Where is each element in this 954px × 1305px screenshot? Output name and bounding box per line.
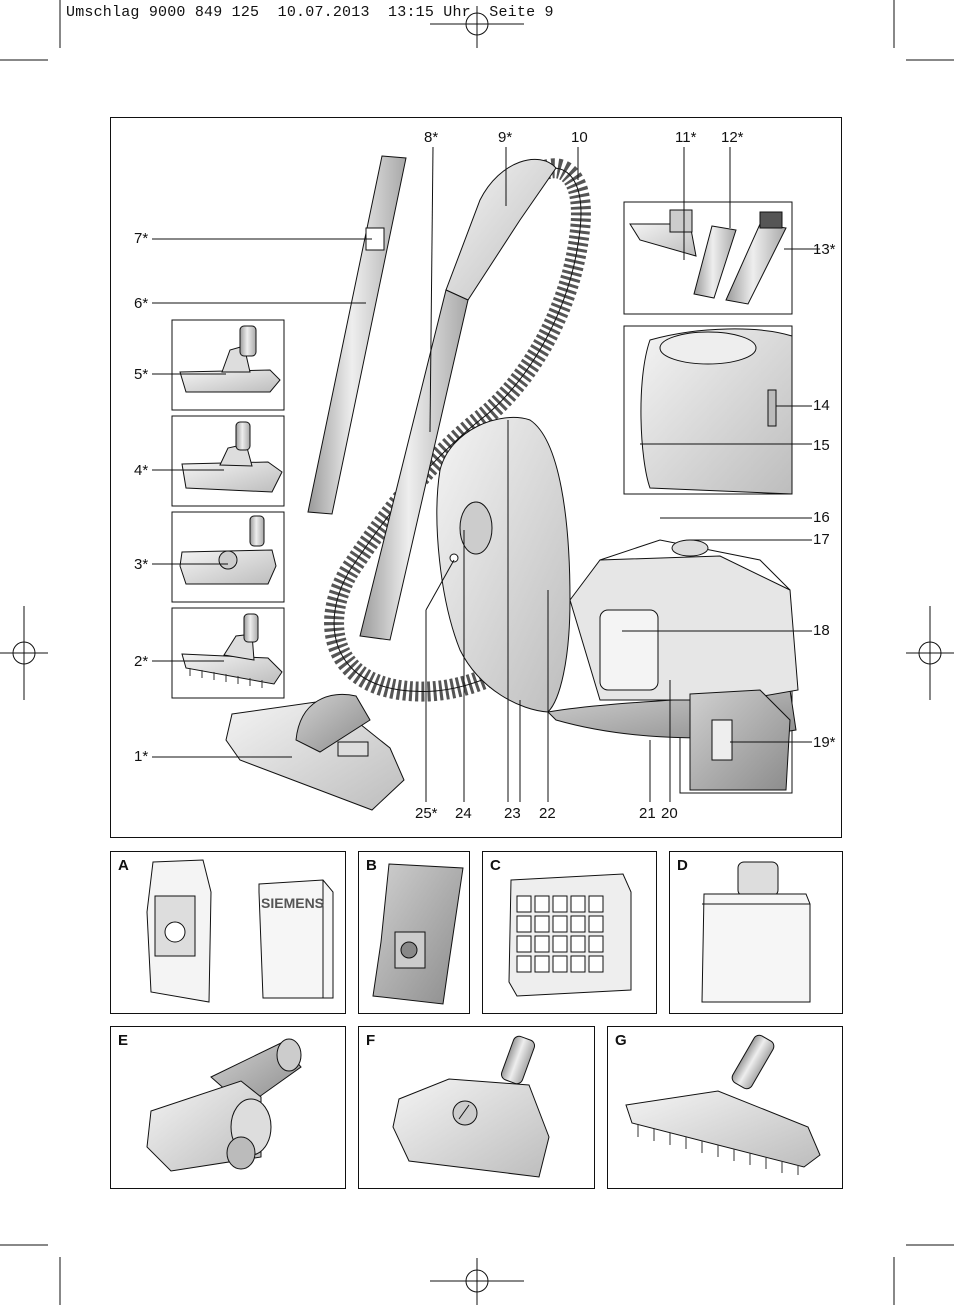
nozzle-5-icon <box>179 325 281 393</box>
panel-letter: D <box>677 857 688 874</box>
dust-bag-and-box-icon: SIEMENS <box>146 859 334 1003</box>
print-header: Umschlag 9000 849 125 10.07.2013 13:15 U… <box>66 4 554 21</box>
motor-filter-icon <box>701 861 811 1003</box>
panel-g-parquet-nozzle: G <box>607 1026 843 1189</box>
panel-d-motor-filter: D <box>669 851 843 1014</box>
callout-1: 1* <box>134 748 149 765</box>
exhaust-filter-icon <box>508 873 632 997</box>
callout-15: 15 <box>813 437 830 454</box>
callout-18: 18 <box>813 622 830 639</box>
callout-10: 10 <box>571 129 588 146</box>
bag-icon <box>372 863 464 1005</box>
bag-holder-inset <box>689 689 791 791</box>
panel-letter: A <box>118 857 129 874</box>
nozzle-4-box <box>171 415 285 507</box>
callout-22: 22 <box>539 805 556 822</box>
turbo-brush-icon <box>146 1038 302 1172</box>
panel-b-bag: B <box>358 851 470 1014</box>
callout-2: 2* <box>134 653 149 670</box>
panel-c-filter: C <box>482 851 657 1014</box>
callout-7: 7* <box>134 230 149 247</box>
callout-19: 19* <box>813 734 836 751</box>
callout-6: 6* <box>134 295 149 312</box>
hose-handle <box>359 159 557 641</box>
callout-3: 3* <box>134 556 149 573</box>
telescopic-tube <box>307 155 407 515</box>
siemens-box-label: SIEMENS <box>261 895 324 911</box>
panel-f-turbo-nozzle: F <box>358 1026 595 1189</box>
callout-24: 24 <box>455 805 472 822</box>
callout-16: 16 <box>813 509 830 526</box>
callout-25: 25* <box>415 805 438 822</box>
callout-8: 8* <box>424 129 439 146</box>
callout-11: 11* <box>675 129 697 146</box>
callout-23: 23 <box>504 805 521 822</box>
callout-21: 21 <box>639 805 656 822</box>
accessory-tools <box>629 209 787 305</box>
panel-letter: B <box>366 857 377 874</box>
turbo-nozzle-icon <box>392 1035 550 1178</box>
nozzle-3-box <box>171 511 285 603</box>
panel-letter: C <box>490 857 501 874</box>
callout-9: 9* <box>498 129 513 146</box>
callout-13: 13* <box>813 241 836 258</box>
callout-14: 14 <box>813 397 830 414</box>
main-illustration-frame <box>110 117 842 838</box>
panel-letter: E <box>118 1032 129 1049</box>
callout-4: 4* <box>134 462 149 479</box>
nozzle-5-box <box>171 319 285 411</box>
nozzle-2-icon <box>181 613 283 688</box>
callout-5: 5* <box>134 366 149 383</box>
nozzle-4-icon <box>181 421 283 493</box>
panel-e-turbo-brush: E <box>110 1026 346 1189</box>
callout-17: 17 <box>813 531 830 548</box>
nozzle-3-icon <box>179 515 277 585</box>
floor-nozzle <box>225 693 405 811</box>
vacuum-body <box>436 416 799 739</box>
callout-20: 20 <box>661 805 678 822</box>
tools-box <box>623 201 793 315</box>
callout-12: 12* <box>721 129 744 146</box>
panel-letter: F <box>366 1032 376 1049</box>
panel-a-dust-bags: A SIEMENS <box>110 851 346 1014</box>
parquet-nozzle-icon <box>625 1034 821 1175</box>
panel-letter: G <box>615 1032 627 1049</box>
nozzle-2-box <box>171 607 285 699</box>
tool-storage <box>640 328 793 495</box>
leader-lines <box>152 146 820 802</box>
